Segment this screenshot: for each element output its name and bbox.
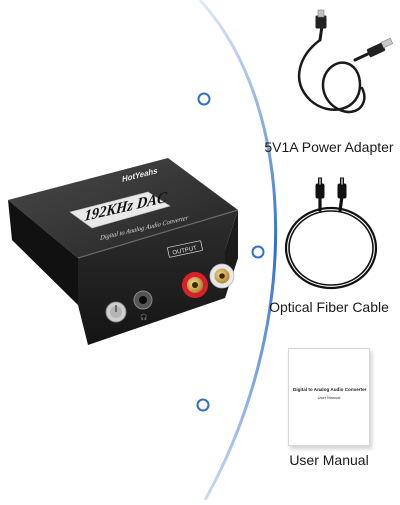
optical-cable-icon bbox=[284, 177, 378, 290]
power-adapter-label: 5V1A Power Adapter bbox=[264, 139, 394, 155]
manual-subtitle: User Manual bbox=[317, 395, 341, 400]
rca-red-port bbox=[182, 272, 208, 298]
arc-node-3 bbox=[196, 398, 210, 412]
user-manual-label: User Manual bbox=[289, 452, 369, 468]
usb-cable-icon bbox=[298, 9, 394, 114]
dac-device: 192KHz DAC HotYeahs Digital to Analog Au… bbox=[8, 158, 239, 345]
rca-white-port bbox=[209, 263, 235, 289]
output-label: OUTPUT bbox=[172, 246, 198, 257]
arc-node-2 bbox=[251, 245, 265, 259]
manual-title: Digital to Analog Audio Converter bbox=[293, 387, 367, 392]
manual-icon: Digital to Analog Audio Converter User M… bbox=[288, 348, 370, 446]
arc-node-1 bbox=[197, 92, 211, 106]
headphone-icon: 🎧 bbox=[140, 313, 147, 321]
decorative-arc bbox=[198, 0, 278, 501]
optical-cable-label: Optical Fiber Cable bbox=[269, 299, 389, 315]
